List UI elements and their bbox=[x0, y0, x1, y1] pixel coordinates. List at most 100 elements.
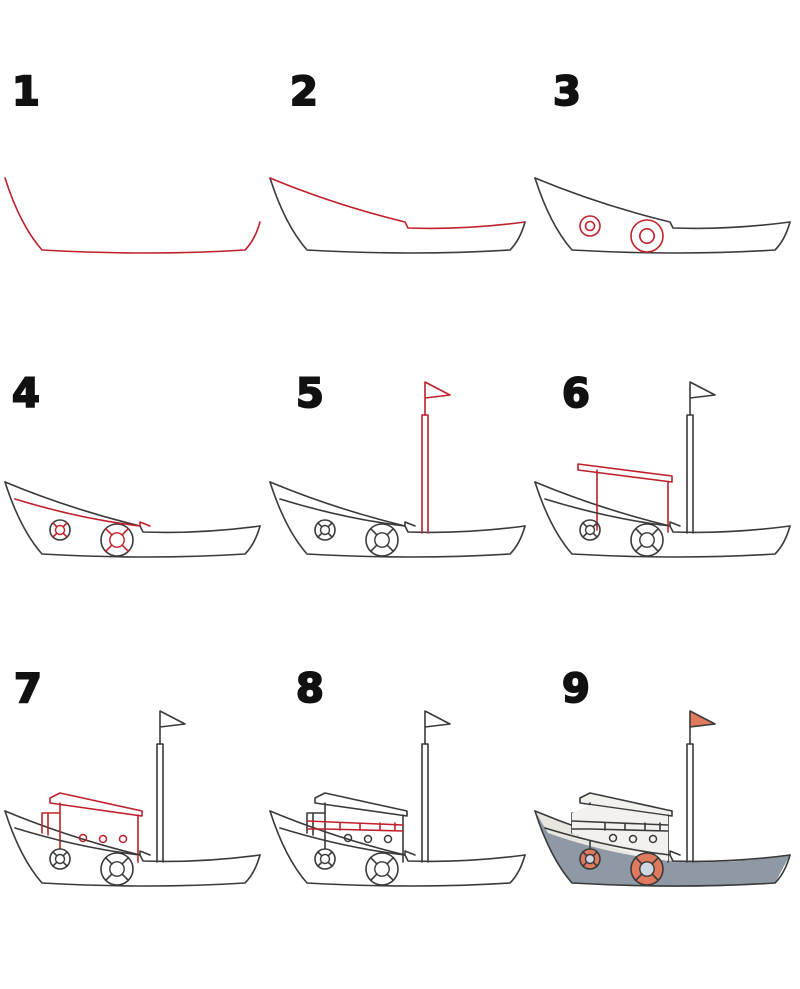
hull-bottom-line bbox=[269, 810, 526, 887]
cabin-roof bbox=[314, 792, 408, 817]
lifebuoy-inner bbox=[54, 524, 66, 536]
boat-step-7 bbox=[4, 710, 261, 887]
hull-bottom-line bbox=[4, 177, 261, 254]
lifebuoy-inner bbox=[584, 220, 596, 232]
porthole bbox=[383, 834, 393, 844]
porthole bbox=[363, 834, 373, 844]
step-number-4: 4 bbox=[11, 371, 41, 417]
step-number-6: 6 bbox=[561, 371, 591, 417]
boat-step-6 bbox=[534, 381, 791, 558]
lifebuoy bbox=[579, 519, 601, 541]
lifebuoy-inner bbox=[319, 524, 331, 536]
hull-fill bbox=[535, 811, 790, 887]
lifebuoy-straps bbox=[634, 856, 660, 882]
step-number-3: 3 bbox=[552, 69, 582, 115]
step-number-9: 9 bbox=[561, 666, 591, 712]
lifebuoy-inner bbox=[109, 861, 125, 877]
cabin-roof bbox=[49, 792, 143, 817]
step-number-8: 8 bbox=[295, 666, 325, 712]
flag bbox=[689, 710, 716, 745]
hull-bottom-line bbox=[269, 481, 526, 558]
boat-step-8 bbox=[269, 710, 526, 887]
flag bbox=[159, 710, 186, 745]
lifebuoy bbox=[100, 523, 134, 557]
lifebuoy-straps bbox=[582, 522, 598, 538]
lifebuoy-straps bbox=[52, 851, 68, 867]
mast bbox=[156, 743, 164, 863]
deck-rail bbox=[544, 498, 681, 527]
cabin-rear bbox=[306, 812, 326, 836]
cabin-roof bbox=[577, 463, 673, 483]
boat-step-2 bbox=[269, 177, 526, 254]
window-band bbox=[571, 820, 669, 832]
porthole bbox=[118, 834, 128, 844]
lifebuoy-straps bbox=[317, 851, 333, 867]
lifebuoy-inner bbox=[639, 532, 655, 548]
lifebuoy-inner bbox=[584, 524, 596, 536]
boat-step-4 bbox=[4, 481, 261, 558]
boat-step-3 bbox=[534, 177, 791, 254]
lifebuoy bbox=[365, 852, 399, 886]
lifebuoy bbox=[49, 848, 71, 870]
porthole bbox=[98, 834, 108, 844]
hull-bottom-line bbox=[534, 810, 791, 887]
cabin-roof bbox=[579, 792, 673, 817]
deck-rail bbox=[279, 827, 416, 856]
lifebuoy-straps bbox=[582, 851, 598, 867]
lifebuoy bbox=[579, 215, 601, 237]
hull-gunwale-line bbox=[534, 177, 791, 230]
window-band bbox=[306, 820, 404, 832]
step-number-1: 1 bbox=[11, 69, 41, 115]
lifebuoy-inner bbox=[374, 532, 390, 548]
cabin-rear bbox=[41, 812, 61, 836]
step-number-7: 7 bbox=[13, 666, 43, 712]
lifebuoy-straps bbox=[52, 522, 68, 538]
deck-rail bbox=[14, 498, 151, 527]
flag bbox=[424, 710, 451, 745]
lifebuoy-inner bbox=[54, 853, 66, 865]
lifebuoy-inner bbox=[584, 853, 596, 865]
lifebuoy-inner bbox=[319, 853, 331, 865]
lifebuoy-straps bbox=[634, 527, 660, 553]
lifebuoy bbox=[49, 519, 71, 541]
flag bbox=[689, 381, 716, 416]
boat-step-9 bbox=[534, 710, 791, 887]
porthole bbox=[648, 834, 658, 844]
hull-bottom-line bbox=[4, 481, 261, 558]
porthole bbox=[78, 833, 88, 843]
deck-rail bbox=[14, 827, 151, 856]
lifebuoy-inner bbox=[109, 532, 125, 548]
lifebuoy-inner bbox=[639, 861, 655, 877]
step-number-2: 2 bbox=[289, 69, 319, 115]
lifebuoy-straps bbox=[369, 527, 395, 553]
lifebuoy bbox=[630, 219, 664, 253]
flag bbox=[424, 381, 451, 416]
mast bbox=[686, 743, 694, 863]
boat-step-5 bbox=[269, 381, 526, 558]
cabin-posts bbox=[596, 469, 669, 533]
lifebuoy-inner bbox=[374, 861, 390, 877]
hull-bottom-line bbox=[269, 177, 526, 254]
mast bbox=[421, 743, 429, 863]
lifebuoy bbox=[314, 848, 336, 870]
hull-bottom-line bbox=[4, 810, 261, 887]
porthole bbox=[343, 833, 353, 843]
lifebuoy-straps bbox=[104, 856, 130, 882]
mast bbox=[686, 414, 694, 534]
deck-rail bbox=[544, 827, 681, 856]
lifebuoy-straps bbox=[369, 856, 395, 882]
deck-rail bbox=[279, 498, 416, 527]
cabin-fill bbox=[572, 805, 668, 861]
porthole bbox=[628, 834, 638, 844]
hull-gunwale-line bbox=[269, 177, 526, 230]
mast bbox=[421, 414, 429, 534]
boat-step-1 bbox=[4, 177, 261, 254]
hull-bottom-line bbox=[534, 177, 791, 254]
lifebuoy-straps bbox=[104, 527, 130, 553]
hull-bottom-line bbox=[534, 481, 791, 558]
lifebuoy-straps bbox=[317, 522, 333, 538]
lifebuoy bbox=[630, 523, 664, 557]
lifebuoy bbox=[314, 519, 336, 541]
porthole bbox=[608, 833, 618, 843]
